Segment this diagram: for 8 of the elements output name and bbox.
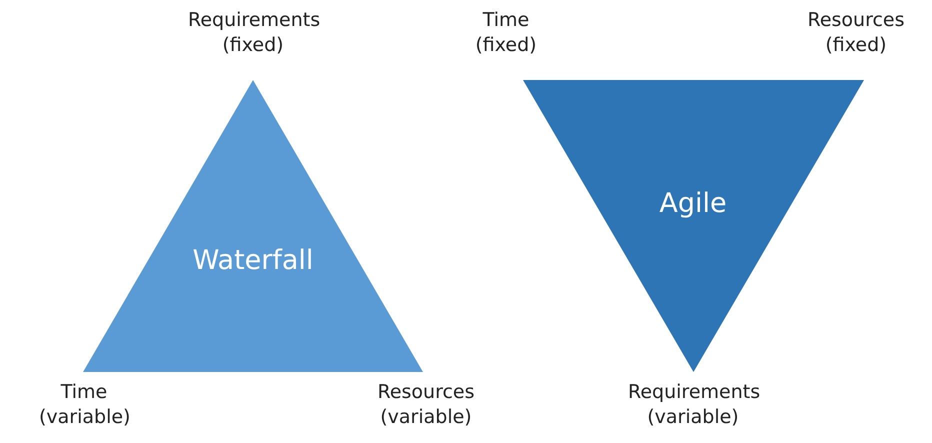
vertex-label: Resources (variable) — [376, 380, 476, 430]
triangle-label: Waterfall — [192, 245, 314, 276]
vertex-label: Time (variable) — [39, 380, 129, 430]
vertex-label: Time (fixed) — [474, 8, 538, 58]
vertex-label: Requirements (variable) — [628, 380, 758, 430]
vertex-label: Resources (fixed) — [806, 8, 906, 58]
vertex-label: Requirements (fixed) — [188, 8, 318, 58]
triangle-label: Agile — [659, 188, 727, 219]
